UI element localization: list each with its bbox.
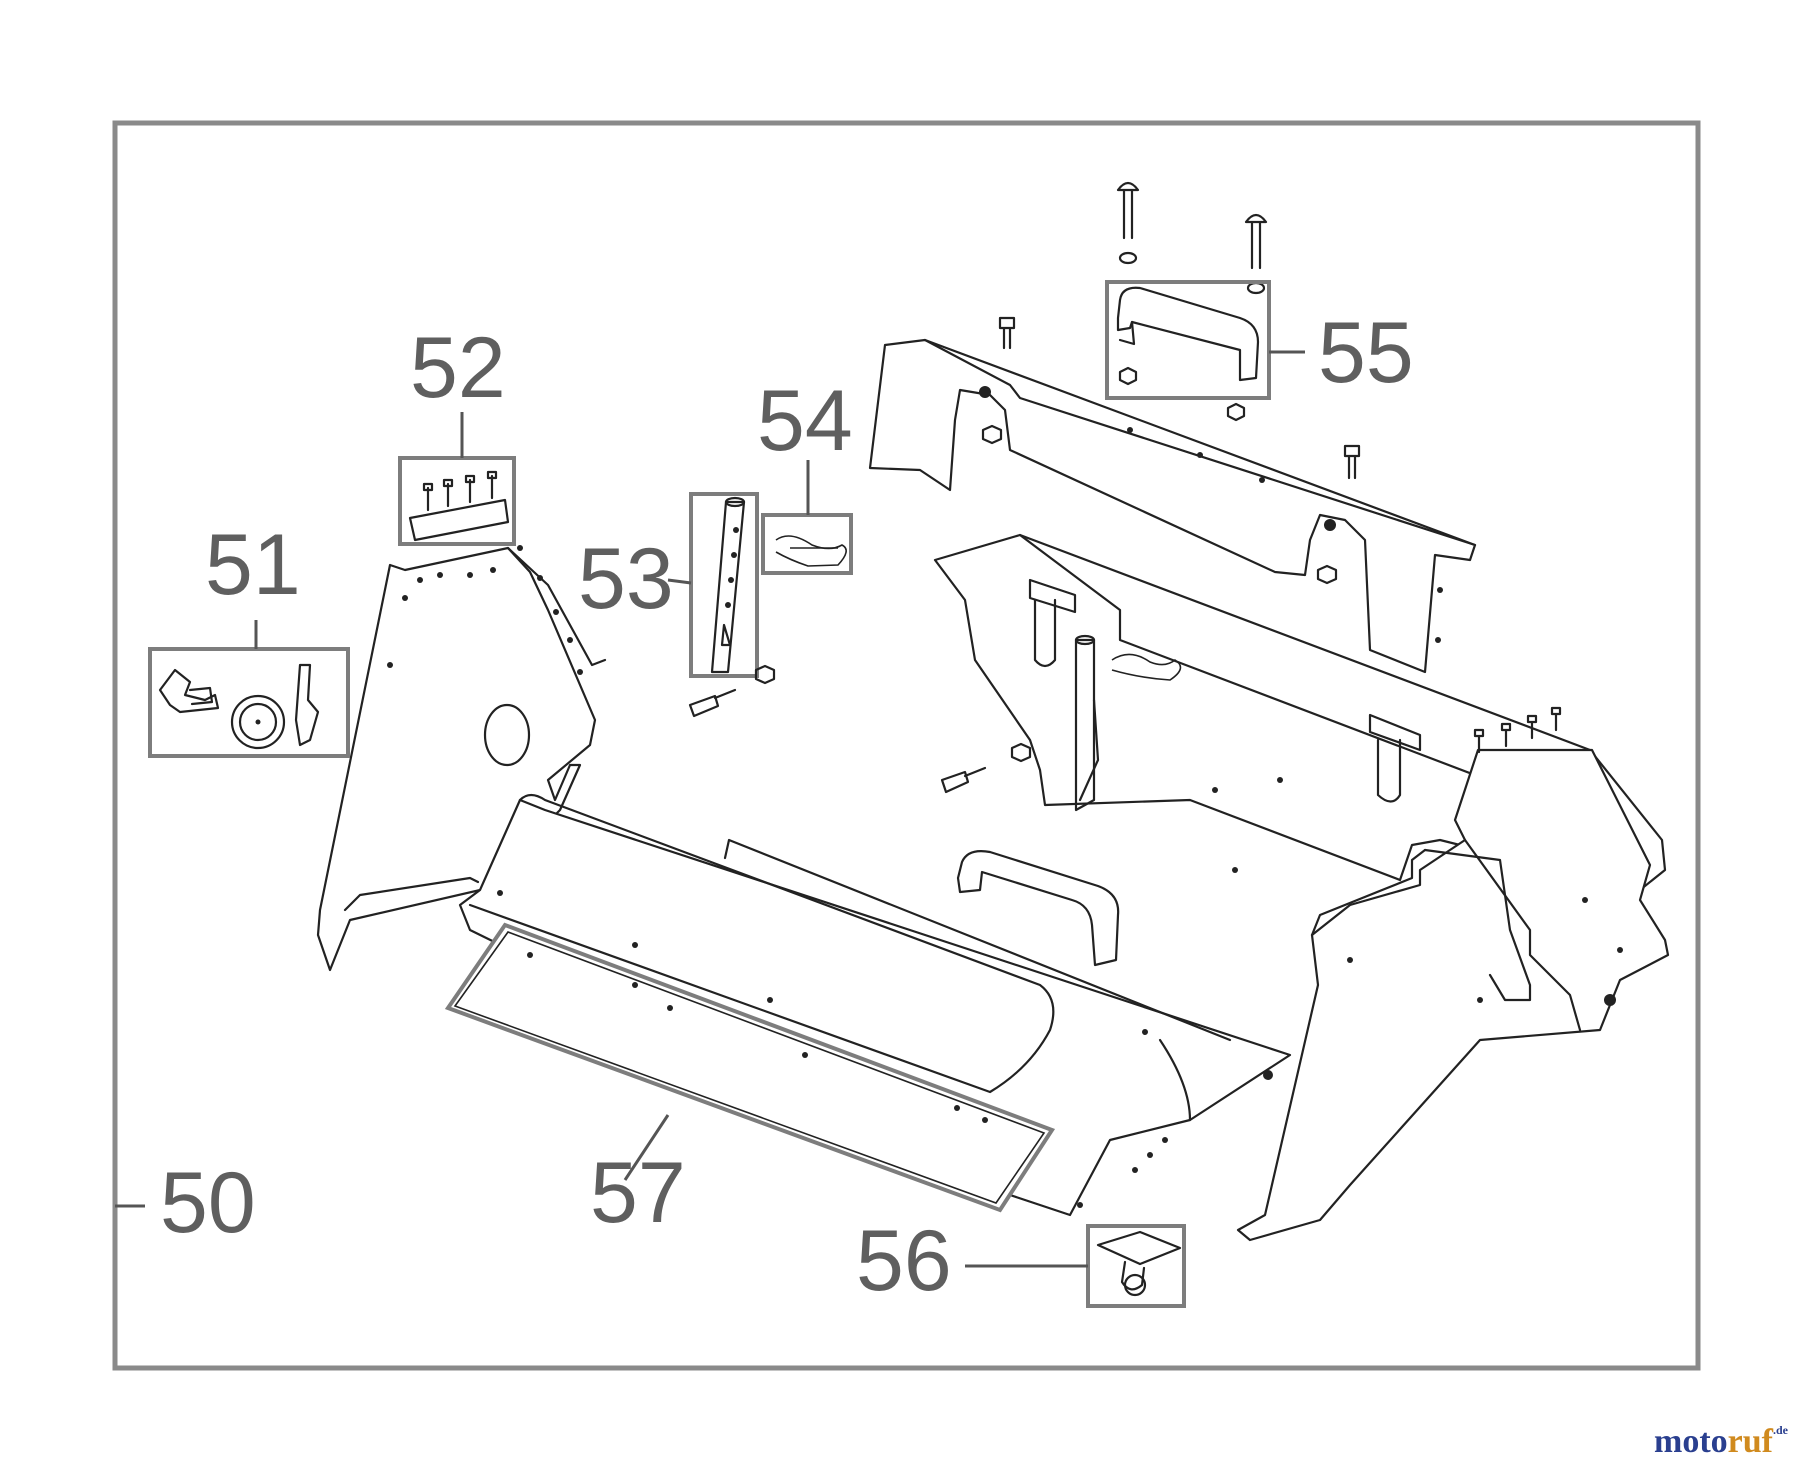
callout-50: 50 [160, 1155, 256, 1251]
front-shield [458, 793, 1292, 1217]
handle-part-55 [1116, 286, 1260, 382]
castor-part-56 [1096, 1230, 1182, 1297]
leader-53 [667, 578, 692, 585]
right-screws [1473, 706, 1562, 754]
loose-bolt-nut [688, 664, 776, 718]
callout-box-52 [398, 456, 516, 546]
handle-bolts [981, 181, 1361, 585]
right-pin-assembly [940, 634, 1182, 812]
callout-51: 51 [205, 517, 301, 613]
callout-52: 52 [410, 320, 506, 416]
callout-56: 56 [856, 1213, 952, 1309]
diagram-frame [112, 120, 1701, 1371]
callout-57: 57 [590, 1145, 686, 1241]
clip-part-54 [775, 535, 847, 567]
rear-cover-plate [868, 338, 1477, 674]
pin-part-53 [710, 496, 746, 674]
right-side-plate [1236, 748, 1670, 1242]
left-skid [343, 876, 480, 912]
callout-54: 54 [757, 373, 853, 469]
callout-55: 55 [1318, 305, 1414, 401]
knob-part-51 [158, 663, 320, 750]
left-side-plate [316, 545, 607, 972]
callout-53: 53 [578, 531, 674, 627]
motoruf-logo: motoruf.de [1654, 1423, 1788, 1461]
logo-part-2: ruf [1727, 1423, 1773, 1460]
callout-box-53 [689, 492, 759, 678]
logo-part-1: moto [1654, 1423, 1728, 1460]
loose-handle [956, 850, 1120, 967]
callout-box-57 [444, 922, 1056, 1213]
leader-57 [623, 1114, 670, 1181]
logo-part-3: .de [1773, 1423, 1788, 1437]
bracket-part-52 [408, 470, 510, 542]
callout-box-55 [1105, 280, 1271, 400]
callout-box-51 [148, 647, 350, 758]
